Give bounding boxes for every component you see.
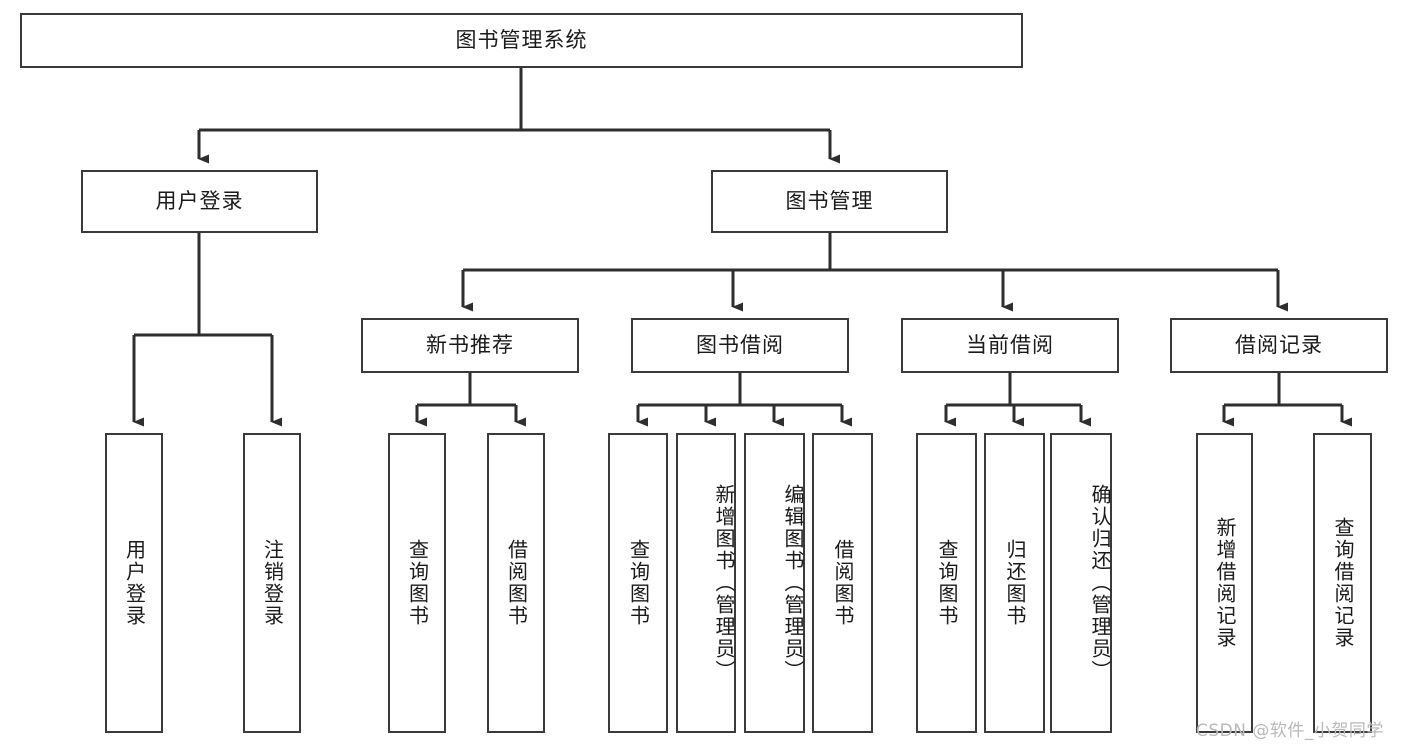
node-level2-1-label: 新书推荐 — [426, 333, 514, 358]
node-leaf-11-label: 确认归还（管理员） — [1088, 484, 1112, 682]
node-leaf-12[interactable]: 新增借阅记录 — [1196, 433, 1253, 733]
node-root[interactable]: 图书管理系统 — [20, 13, 1023, 68]
node-leaf-10-label: 归还图书 — [1003, 539, 1027, 627]
node-leaf-13-label: 查询借阅记录 — [1331, 517, 1355, 649]
node-level2-2[interactable]: 图书借阅 — [631, 318, 849, 373]
node-root-label: 图书管理系统 — [455, 28, 588, 53]
node-level2-3[interactable]: 当前借阅 — [901, 318, 1119, 373]
node-leaf-1[interactable]: 用户登录 — [105, 433, 163, 733]
node-leaf-4[interactable]: 借阅图书 — [487, 433, 545, 733]
node-leaf-6-label: 新增图书（管理员） — [712, 484, 736, 682]
node-level2-3-label: 当前借阅 — [966, 333, 1054, 358]
watermark: CSDN @软件_小贺同学 — [1196, 721, 1384, 741]
node-level2-4-label: 借阅记录 — [1235, 333, 1323, 358]
node-leaf-10[interactable]: 归还图书 — [984, 433, 1045, 733]
node-leaf-6[interactable]: 新增图书（管理员） — [676, 433, 736, 733]
node-leaf-9[interactable]: 查询图书 — [916, 433, 977, 733]
node-level2-1[interactable]: 新书推荐 — [361, 318, 579, 373]
node-level2-2-label: 图书借阅 — [696, 333, 784, 358]
node-level1-1[interactable]: 用户登录 — [81, 170, 318, 233]
node-leaf-5-label: 查询图书 — [626, 539, 651, 627]
node-level1-2-label: 图书管理 — [785, 189, 874, 214]
node-leaf-7[interactable]: 编辑图书（管理员） — [744, 433, 805, 733]
node-leaf-5[interactable]: 查询图书 — [608, 433, 668, 733]
node-leaf-11[interactable]: 确认归还（管理员） — [1050, 433, 1112, 733]
node-level1-2[interactable]: 图书管理 — [711, 170, 948, 233]
node-leaf-2[interactable]: 注销登录 — [243, 433, 301, 733]
node-leaf-8[interactable]: 借阅图书 — [812, 433, 873, 733]
node-leaf-1-label: 用户登录 — [122, 539, 147, 627]
node-leaf-2-label: 注销登录 — [260, 539, 285, 627]
node-leaf-7-label: 编辑图书（管理员） — [781, 484, 805, 682]
node-leaf-13[interactable]: 查询借阅记录 — [1313, 433, 1372, 733]
node-level2-4[interactable]: 借阅记录 — [1170, 318, 1388, 373]
node-level1-1-label: 用户登录 — [155, 189, 244, 214]
node-leaf-3-label: 查询图书 — [405, 539, 430, 627]
node-leaf-12-label: 新增借阅记录 — [1213, 517, 1237, 649]
node-leaf-9-label: 查询图书 — [935, 539, 959, 627]
node-leaf-4-label: 借阅图书 — [504, 539, 529, 627]
node-leaf-3[interactable]: 查询图书 — [388, 433, 446, 733]
node-leaf-8-label: 借阅图书 — [831, 539, 855, 627]
